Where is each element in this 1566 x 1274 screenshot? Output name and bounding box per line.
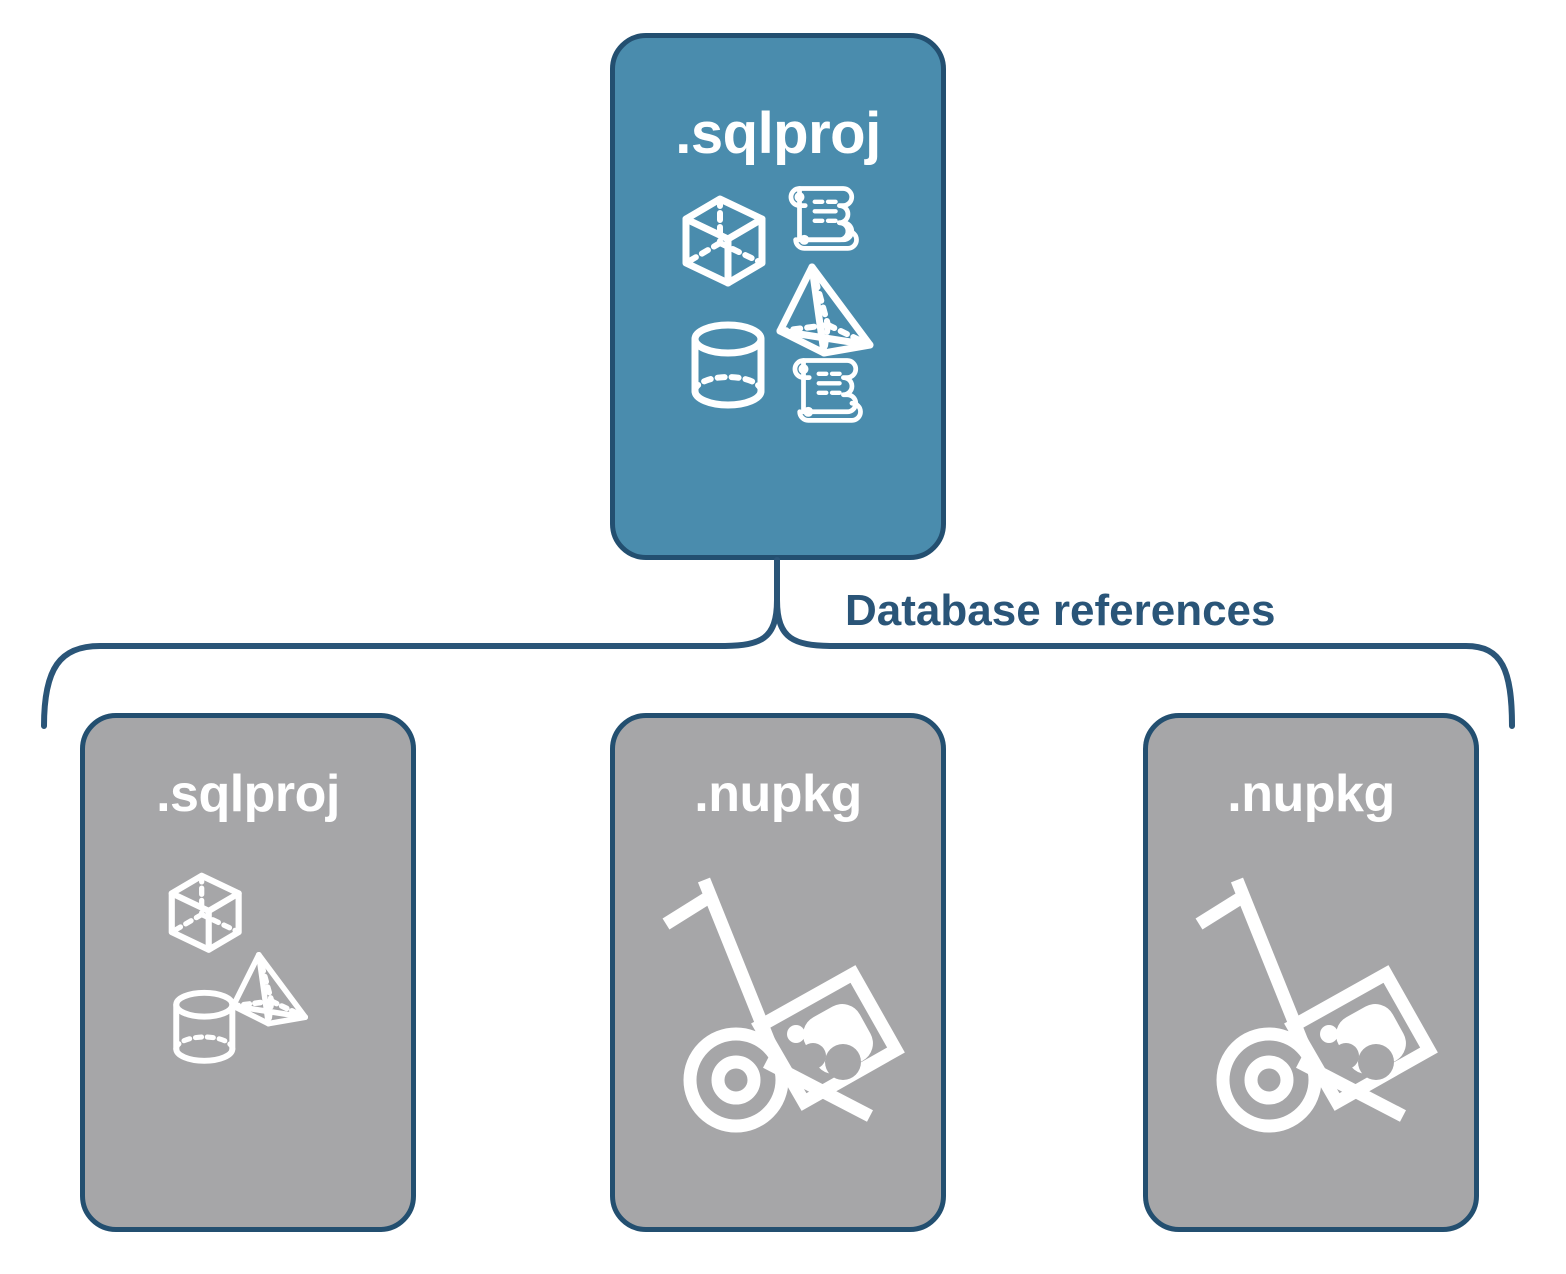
database-references-label: Database references (845, 586, 1276, 635)
pyramid-icon (230, 952, 309, 1027)
child-sqlproj-icon-cluster (85, 868, 411, 1088)
child-nupkg-1-icon-cluster (615, 866, 941, 1136)
cube-icon (682, 195, 766, 287)
child-card-title-nupkg-1: .nupkg (694, 765, 862, 823)
child-card-nupkg-1[interactable]: .nupkg (610, 713, 946, 1232)
hand-truck-package-icon (662, 877, 905, 1133)
child-card-sqlproj[interactable]: .sqlproj (80, 713, 416, 1232)
package-box (1284, 965, 1438, 1111)
child-card-nupkg-2[interactable]: .nupkg (1143, 713, 1479, 1232)
parent-card-sqlproj[interactable]: .sqlproj (610, 33, 946, 560)
nuget-glyph (787, 1004, 873, 1080)
child-nupkg-2-icon-cluster (1148, 866, 1474, 1136)
hand-truck-package-icon (1195, 877, 1438, 1133)
cylinder-icon (173, 989, 236, 1064)
nuget-glyph (1320, 1004, 1406, 1080)
wheel (1216, 1027, 1322, 1133)
child-card-title-nupkg-2: .nupkg (1227, 765, 1395, 823)
cube-icon (168, 872, 242, 953)
parent-card-icon-cluster (615, 173, 941, 443)
scroll-icon (792, 358, 863, 423)
package-box (751, 965, 905, 1111)
cylinder-icon (691, 321, 765, 409)
parent-shapes-group (682, 186, 874, 423)
scroll-icon (788, 186, 859, 251)
pyramid-icon (776, 263, 874, 357)
parent-card-title: .sqlproj (675, 101, 881, 166)
child-shapes-group (168, 872, 309, 1064)
wheel (683, 1027, 789, 1133)
child-card-title-sqlproj: .sqlproj (156, 765, 340, 823)
